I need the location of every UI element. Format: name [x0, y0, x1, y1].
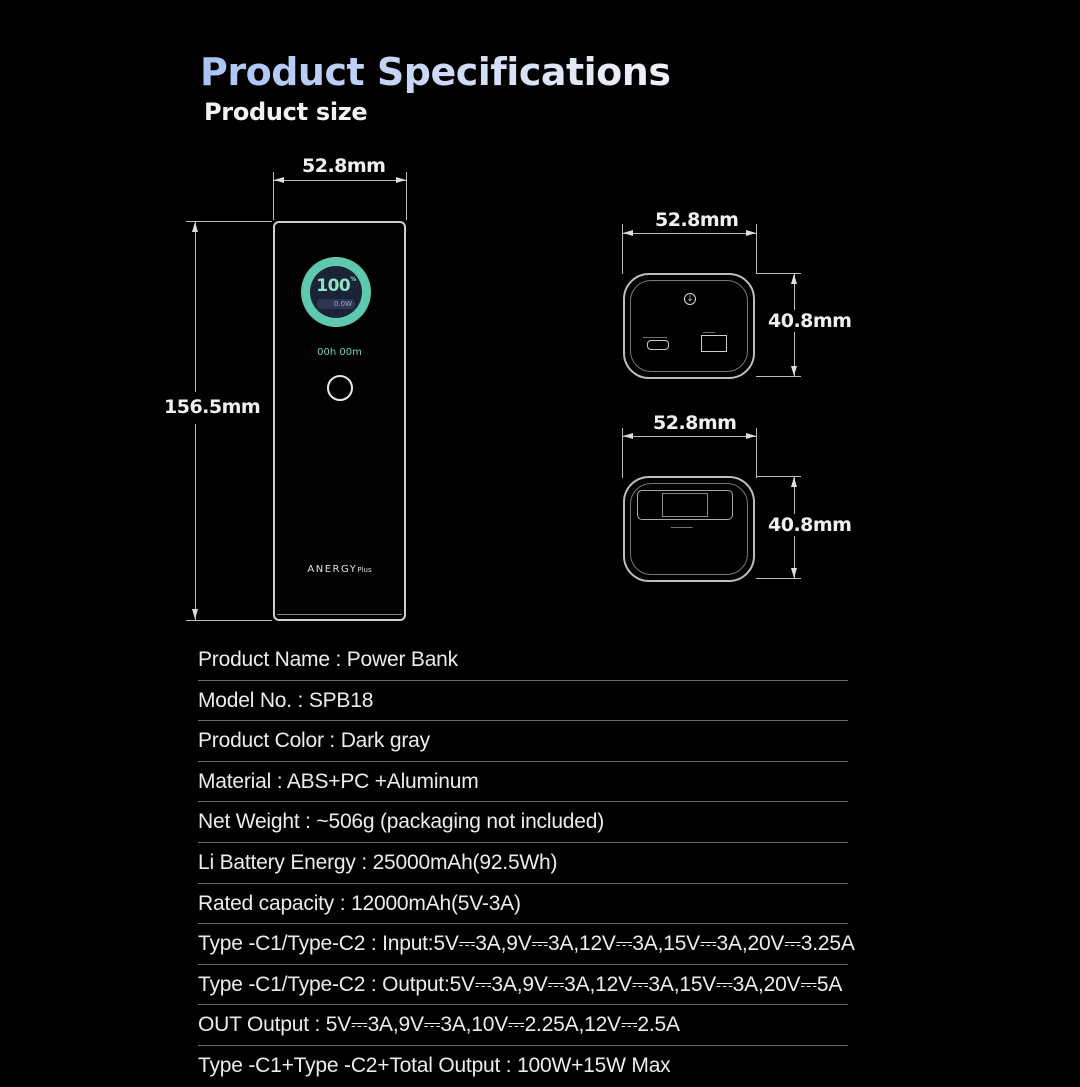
spec-row-typec-output: Type -C1/Type-C2 : Output:5V⎓3A,9V⎓3A,12…	[198, 965, 848, 1006]
top-view-width-label: 52.8mm	[655, 209, 739, 231]
spec-row-battery-energy: Li Battery Energy : 25000mAh(92.5Wh)	[198, 843, 848, 884]
usb-a-port-icon	[701, 335, 727, 352]
spec-row-total-output: Type -C1+Type -C2+Total Output : 100W+15…	[198, 1053, 671, 1077]
arrow-up-icon	[791, 477, 797, 487]
top-view-depth-label: 40.8mm	[768, 310, 852, 332]
usb-c-port-icon	[647, 340, 669, 350]
page-title: Product Specifications	[200, 50, 671, 94]
arrow-right-icon	[746, 433, 756, 439]
port-label: ━━━━━━━━━━	[643, 335, 668, 340]
dimension-line	[195, 222, 196, 392]
extension-line	[186, 620, 272, 621]
bottom-view-width-label: 52.8mm	[653, 412, 737, 434]
spec-row-out-output: OUT Output : 5V⎓3A,9V⎓3A,10V⎓2.25A,12V⎓2…	[198, 1005, 848, 1046]
spec-row-model-no: Model No. : SPB18	[198, 681, 848, 722]
power-bank-top-view: ↓ ━━━━━━━━━━ ━━━━━	[623, 273, 755, 379]
arrow-right-icon	[746, 230, 756, 236]
power-readout: 0.0W	[317, 299, 355, 309]
arrow-down-icon	[192, 609, 198, 619]
extension-line	[273, 172, 274, 220]
arrow-left-icon	[623, 433, 633, 439]
spec-row-product-color: Product Color : Dark gray	[198, 721, 848, 762]
spec-row-typec-input: Type -C1/Type-C2 : Input:5V⎓3A,9V⎓3A,12V…	[198, 924, 855, 965]
spec-row-material: Material : ABS+PC +Aluminum	[198, 762, 848, 803]
brand-logo: ANERGYPlus	[307, 564, 372, 575]
spec-row-product-name: Product Name : Power Bank	[198, 640, 848, 681]
arrow-left-icon	[274, 177, 284, 183]
spec-row-net-weight: Net Weight : ~506g (packaging not includ…	[198, 802, 848, 843]
arrow-down-icon	[791, 568, 797, 578]
port-label: ━━━━━	[703, 330, 716, 335]
section-subtitle: Product size	[204, 98, 368, 126]
power-button-icon	[327, 375, 353, 401]
port-label: ━━━━━━━━━	[671, 525, 693, 530]
power-bank-front-view: 100% 0.0W 00h 00m ANERGYPlus	[273, 221, 406, 621]
percent-sign: %	[350, 276, 356, 283]
arrow-up-icon	[192, 222, 198, 232]
bottom-view-depth-label: 40.8mm	[768, 514, 852, 536]
arrow-down-icon	[791, 366, 797, 376]
dimension-line	[195, 424, 196, 620]
power-bank-bottom-view: ━━━━━━━━━	[623, 476, 755, 582]
front-height-label: 156.5mm	[164, 396, 261, 418]
battery-ring-display: 100% 0.0W	[301, 257, 371, 327]
cable-slot	[637, 490, 733, 520]
dimension-line	[274, 180, 406, 181]
arrow-left-icon	[623, 230, 633, 236]
time-remaining: 00h 00m	[317, 347, 362, 358]
extension-line	[406, 172, 407, 220]
spec-row-rated-capacity: Rated capacity : 12000mAh(5V-3A)	[198, 884, 848, 925]
arrow-up-icon	[791, 274, 797, 284]
download-arrow-icon: ↓	[684, 293, 696, 305]
battery-percent: 100	[316, 276, 351, 296]
front-width-label: 52.8mm	[302, 155, 386, 177]
arrow-right-icon	[396, 177, 406, 183]
spec-list: Product Name : Power Bank Model No. : SP…	[198, 640, 855, 1087]
extension-line	[186, 221, 272, 222]
